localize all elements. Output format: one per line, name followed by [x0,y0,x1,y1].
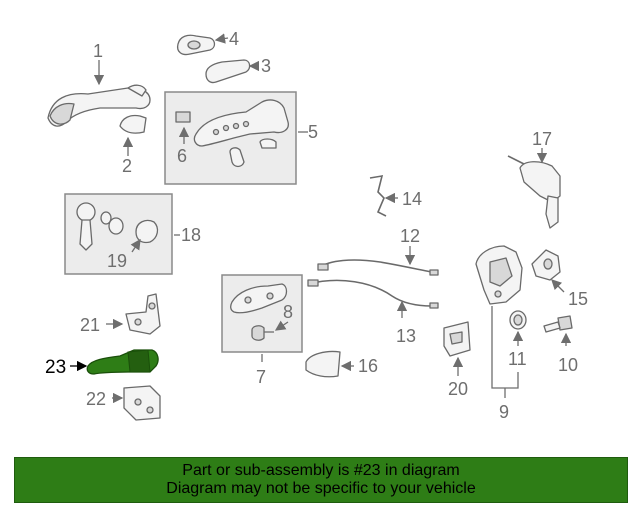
part-10-bolt[interactable] [543,315,573,333]
highlight-banner: Part or sub-assembly is #23 in diagram D… [14,457,628,503]
callout-9[interactable]: 9 [499,402,509,422]
part-5-screw[interactable] [229,138,277,168]
callout-22[interactable]: 22 [86,389,106,409]
part-5-handle-frame[interactable] [193,99,289,147]
callout-6[interactable]: 6 [177,146,187,166]
callout-2[interactable]: 2 [122,156,132,176]
part-9-lock-assembly[interactable] [475,245,523,305]
part-17-actuator[interactable] [507,155,561,229]
callout-1[interactable]: 1 [93,41,103,61]
callout-7[interactable]: 7 [256,367,266,387]
callout-18[interactable]: 18 [181,225,201,245]
callout-15[interactable]: 15 [568,289,588,309]
callout-5[interactable]: 5 [308,122,318,142]
callout-13[interactable]: 13 [396,326,416,346]
callout-17[interactable]: 17 [532,129,552,149]
banner-line-1: Part or sub-assembly is #23 in diagram [182,462,460,479]
part-20-cover[interactable] [443,321,471,357]
leader-8 [274,320,289,331]
part-13-cable[interactable] [307,279,439,309]
banner-line-2: Diagram may not be specific to your vehi… [166,480,476,497]
callout-14[interactable]: 14 [402,189,422,209]
part-16-bezel[interactable] [305,350,341,378]
callout-23[interactable]: 23 [45,357,66,378]
part-18-key-cylinder[interactable] [76,202,124,251]
part-15-striker[interactable] [531,249,561,281]
leader-15 [551,279,565,293]
callout-10[interactable]: 10 [558,355,578,375]
part-11-bushing[interactable] [509,310,527,330]
leader-19 [130,238,141,253]
part-14-rod[interactable] [369,175,387,217]
callout-8[interactable]: 8 [283,302,293,322]
part-23-door-check[interactable] [86,349,159,375]
callout-11[interactable]: 11 [508,349,527,369]
part-8-screw[interactable] [251,325,274,341]
part-7-inside-handle[interactable] [230,283,288,314]
part-1-outside-handle[interactable] [47,84,151,127]
callout-19[interactable]: 19 [107,251,127,271]
part-21-hinge[interactable] [125,293,161,335]
callout-12[interactable]: 12 [400,226,420,246]
leader-4 [214,33,229,44]
part-2-handle-cap[interactable] [119,114,147,134]
callout-20[interactable]: 20 [448,379,468,399]
part-12-cable[interactable] [317,259,439,276]
part-22-hinge[interactable] [123,385,161,421]
part-4-pad[interactable] [176,34,216,56]
callout-3[interactable]: 3 [261,56,271,76]
part-6-clip[interactable] [175,111,191,123]
callout-21[interactable]: 21 [80,315,100,335]
part-3-pad[interactable] [205,59,251,84]
callout-4[interactable]: 4 [229,29,239,49]
callout-16[interactable]: 16 [358,356,378,376]
part-19-cylinder-cap[interactable] [135,219,159,244]
